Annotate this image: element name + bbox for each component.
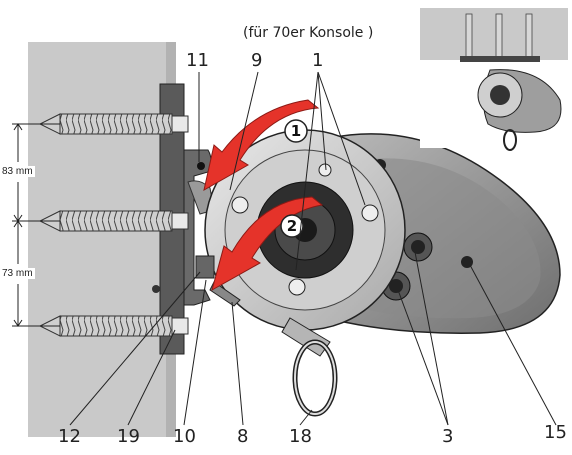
crank-eye [281,317,338,417]
callout-3: 3 [442,426,454,447]
callout-12: 12 [58,426,81,447]
dimension-lines [12,123,60,327]
callout-8: 8 [237,426,249,447]
dimension-83mm: 83 mm [0,166,35,177]
dimension-73mm: 73 mm [0,268,35,279]
leader-lines [69,71,557,426]
callout-15: 15 [544,422,567,443]
callout-19: 19 [117,426,140,447]
callout-10: 10 [173,426,196,447]
gear-clip [195,255,241,307]
console-caption: (für 70er Konsole ) [243,25,374,41]
step-2-number: 2 [287,217,297,235]
arrow-step-1 [203,99,320,191]
wall-anchor-middle [38,210,189,232]
callout-1: 1 [312,50,324,71]
callout-18: 18 [289,426,312,447]
wall-anchor-bottom [38,315,189,337]
step-1-number: 1 [291,122,301,140]
callout-9: 9 [251,50,263,71]
wall [28,42,176,437]
callout-11: 11 [186,50,209,71]
wall-anchor-top [38,113,189,135]
arrow-step-2 [211,196,324,292]
inset-thumbnail [420,8,568,151]
